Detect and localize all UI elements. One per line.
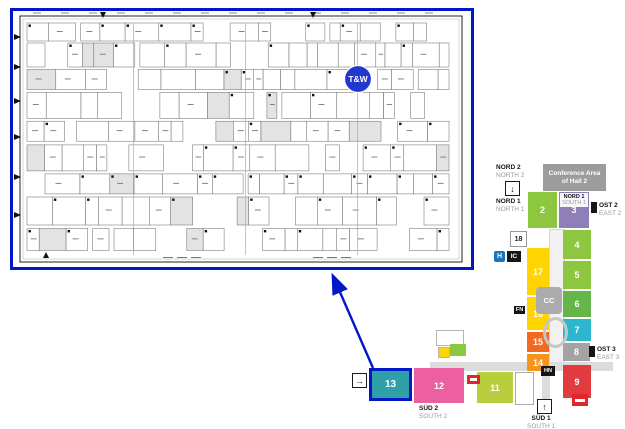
hall-4: 4 bbox=[563, 230, 591, 259]
conference-area: Conference Area of Hall 2 bbox=[543, 164, 606, 191]
nord2-sub: NORTH 2 bbox=[496, 171, 525, 179]
hn-badge: HN bbox=[541, 366, 555, 376]
entrance-gate-label-hall3: NORD 1 SOUTH 1 bbox=[560, 193, 588, 207]
hall-13-label: 13 bbox=[384, 379, 397, 390]
sued2-sub: SOUTH 2 bbox=[419, 412, 448, 420]
callout-arrow-line bbox=[331, 272, 375, 369]
hall-12-label: 12 bbox=[433, 380, 444, 391]
south-walkway bbox=[430, 362, 613, 371]
rotunda-ring bbox=[543, 317, 568, 348]
floor-plan-drawing: T&W bbox=[14, 12, 463, 263]
mini-building-green bbox=[450, 344, 466, 356]
hall-9-label: 9 bbox=[574, 376, 580, 387]
nord2-name: NORD 2 bbox=[496, 164, 521, 171]
hall-13-highlighted: 13 bbox=[369, 368, 412, 401]
ost2-sub: EAST 2 bbox=[599, 209, 622, 217]
hall-18: 18 bbox=[510, 231, 527, 247]
booth-marker-circle bbox=[343, 64, 373, 94]
entrance-label-sued2: SÜD 2 SOUTH 2 bbox=[419, 405, 447, 420]
entrance-label-ost2: OST 2 EAST 2 bbox=[591, 202, 621, 217]
hall-7: 7 bbox=[563, 319, 591, 341]
up-arrow-icon: ↑ bbox=[537, 399, 552, 414]
hall-8-label: 8 bbox=[573, 347, 579, 357]
sued1-sub: SOUTH 1 bbox=[527, 422, 556, 429]
entrance-label-ost3: OST 3 EAST 3 bbox=[589, 346, 619, 361]
hall-2-label: 2 bbox=[539, 205, 545, 215]
booth-marker-label: T&W bbox=[348, 74, 368, 84]
transit-badge-icon bbox=[572, 394, 588, 406]
nord1-sub: NORTH 1 bbox=[496, 205, 525, 213]
ost3-name: OST 3 bbox=[597, 346, 616, 353]
hall-18-label: 18 bbox=[514, 235, 523, 243]
fn-badge: FN bbox=[514, 306, 525, 314]
hall13-floor-plan: T&W bbox=[10, 8, 474, 270]
transit-badge-mark bbox=[575, 398, 585, 402]
hall-4-label: 4 bbox=[574, 239, 580, 250]
hall-5-label: 5 bbox=[574, 270, 580, 280]
hall-11-label: 11 bbox=[490, 382, 500, 393]
transit-badge-mark bbox=[469, 378, 478, 381]
down-arrow-icon: ↓ bbox=[505, 181, 520, 196]
hall-9: 9 bbox=[563, 365, 591, 398]
hall-5: 5 bbox=[563, 261, 591, 289]
hall-12: 12 bbox=[414, 368, 464, 403]
ost2-gate-icon bbox=[591, 202, 597, 213]
hall-14-label: 14 bbox=[532, 357, 543, 368]
transit-badge-icon bbox=[467, 375, 480, 384]
hall-11: 11 bbox=[477, 372, 513, 403]
nord1-name: NORD 1 bbox=[496, 198, 521, 205]
hall-8: 8 bbox=[563, 343, 590, 361]
hall-6-label: 6 bbox=[574, 299, 580, 309]
ost3-gate-icon bbox=[589, 346, 595, 357]
ost2-name: OST 2 bbox=[599, 202, 618, 209]
gate-sub: SOUTH 1 bbox=[562, 200, 586, 206]
hall-6: 6 bbox=[563, 291, 591, 317]
sued1-walkway bbox=[542, 370, 550, 399]
ic-badge: IC bbox=[507, 251, 521, 262]
hotel-icon: H bbox=[494, 251, 505, 262]
hall-17: 17 bbox=[527, 248, 549, 295]
entrance-label-nord1: NORD 1 NORTH 1 bbox=[496, 198, 524, 213]
entrance-label-sued1: SÜD 1 SOUTH 1 bbox=[527, 415, 555, 429]
hall-3-label: 3 bbox=[571, 205, 577, 215]
conference-area-line1: Conference Area bbox=[548, 169, 601, 177]
mini-building-yellow bbox=[438, 347, 450, 358]
booth-layout bbox=[14, 12, 463, 263]
conference-area-line2: of Hall 2 bbox=[561, 177, 588, 185]
sued1-name: SÜD 1 bbox=[531, 415, 551, 422]
entrance-label-nord2: NORD 2 NORTH 2 bbox=[496, 164, 524, 179]
hall-15-label: 15 bbox=[532, 337, 543, 347]
congress-center-badge: CC bbox=[536, 287, 562, 314]
right-arrow-icon: → bbox=[352, 373, 367, 388]
unlabeled-building bbox=[515, 372, 534, 405]
hall-2: 2 bbox=[528, 192, 557, 228]
hall-7-label: 7 bbox=[574, 325, 580, 335]
gate-name: NORD 1 bbox=[563, 194, 585, 200]
sued2-name: SÜD 2 bbox=[419, 405, 439, 412]
ost3-sub: EAST 3 bbox=[597, 353, 620, 361]
booth-marker: T&W bbox=[343, 64, 373, 94]
hall-17-label: 17 bbox=[532, 266, 543, 277]
